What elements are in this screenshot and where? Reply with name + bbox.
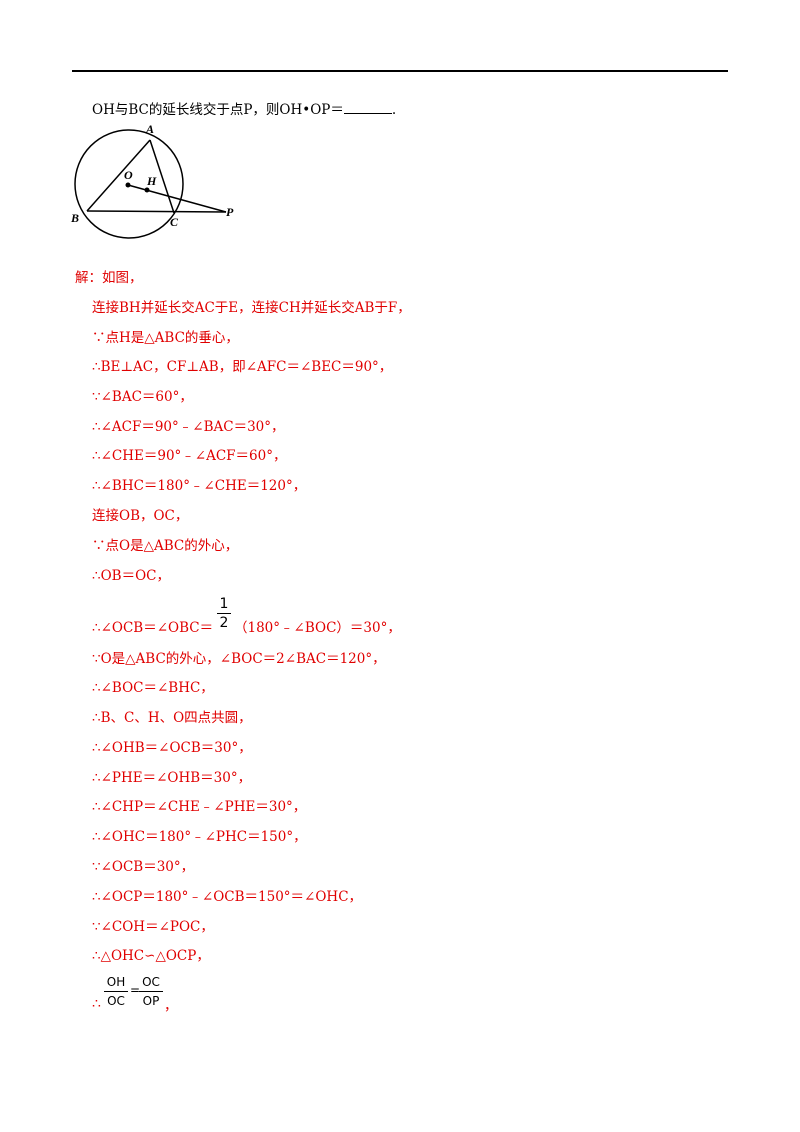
solution-line: ∵∠OCB＝30°， <box>92 859 195 875</box>
segment-op <box>127 184 227 213</box>
label-a: A <box>145 122 154 136</box>
solution-line: ∴OB＝OC， <box>92 568 170 584</box>
fraction-denominator: OP <box>142 994 160 1008</box>
solution-line: ∴∠BHC＝180°﹣∠CHE＝120°， <box>92 478 307 494</box>
solution-line: ∴△OHC∽△OCP， <box>92 948 210 964</box>
frac-prefix: ∴∠OCB＝∠OBC＝ <box>92 620 214 636</box>
fraction-bar <box>217 613 231 614</box>
circumcircle <box>74 129 184 239</box>
final-ratio-line: ∴ OH OC = OC OP ， <box>92 972 212 1014</box>
fraction-half: 1 2 <box>217 596 231 631</box>
label-b: B <box>70 211 79 225</box>
label-c: C <box>170 215 179 229</box>
question-body: OH与BC的延长线交于点P，则OH•OP＝ <box>92 102 344 118</box>
fraction-bar <box>139 991 163 992</box>
solution-line: ∴∠BOC＝∠BHC， <box>92 680 214 696</box>
equals-sign: = <box>130 983 141 997</box>
geometry-figure: A B C P O H <box>70 122 234 239</box>
solution-line: ∴∠OHB＝∠OCB＝30°， <box>92 740 252 756</box>
fraction-denominator: 2 <box>219 615 229 631</box>
solution-line: ∴∠CHP＝∠CHE﹣∠PHE＝30°， <box>92 799 307 815</box>
header-rule <box>72 70 728 72</box>
point-o <box>125 182 131 188</box>
solution-line: 连接BH并延长交AC于E，连接CH并延长交AB于F， <box>92 300 411 316</box>
label-o: O <box>124 168 133 182</box>
fraction-denominator: OC <box>107 994 125 1008</box>
solution-line: ∴∠OCP＝180°﹣∠OCB＝150°＝∠OHC， <box>92 889 363 905</box>
final-suffix: ， <box>164 998 178 1014</box>
fraction-numerator: 1 <box>219 596 229 612</box>
solution-line: ∴∠OHC＝180°﹣∠PHC＝150°， <box>92 829 307 845</box>
fraction-oh-oc: OH OC <box>104 974 128 1009</box>
segment-ab <box>86 139 151 212</box>
label-h: H <box>146 174 157 188</box>
solution-line: ∵O是△ABC的外心，∠BOC＝2∠BAC＝120°， <box>92 651 386 667</box>
solution-line: ∴∠PHE＝∠OHB＝30°， <box>92 770 252 786</box>
fraction-oc-op: OC OP <box>139 974 163 1009</box>
segment-bp <box>86 210 227 213</box>
point-h <box>144 187 150 193</box>
solution-line: ∴BE⊥AC，CF⊥AB，即∠AFC＝∠BEC＝90°， <box>92 359 393 375</box>
solution-line: ∵点O是△ABC的外心， <box>92 538 239 554</box>
frac-suffix: （180°﹣∠BOC）＝30°， <box>234 620 401 636</box>
segment-ac <box>149 139 175 214</box>
solution-intro: 解：如图， <box>75 270 143 286</box>
solution-line: ∴∠ACF＝90°﹣∠BAC＝30°， <box>92 419 285 435</box>
question-end: . <box>391 102 397 118</box>
label-p: P <box>226 205 234 219</box>
solution-line: ∵∠BAC＝60°， <box>92 389 193 405</box>
fraction-bar <box>104 991 128 992</box>
answer-blank <box>343 101 392 114</box>
solution-line: 连接OB，OC， <box>92 508 189 524</box>
fraction-numerator: OC <box>142 975 160 989</box>
solution-line: ∵∠COH＝∠POC， <box>92 919 214 935</box>
solution-line: ∴∠CHE＝90°﹣∠ACF＝60°， <box>92 448 287 464</box>
therefore-symbol: ∴ <box>92 996 101 1012</box>
solution-line: ∵点H是△ABC的垂心， <box>92 330 239 346</box>
fraction-numerator: OH <box>106 975 126 989</box>
question-text: OH与BC的延长线交于点P，则OH•OP＝. <box>92 98 396 118</box>
solution-line: ∴B、C、H、O四点共圆， <box>92 710 252 726</box>
